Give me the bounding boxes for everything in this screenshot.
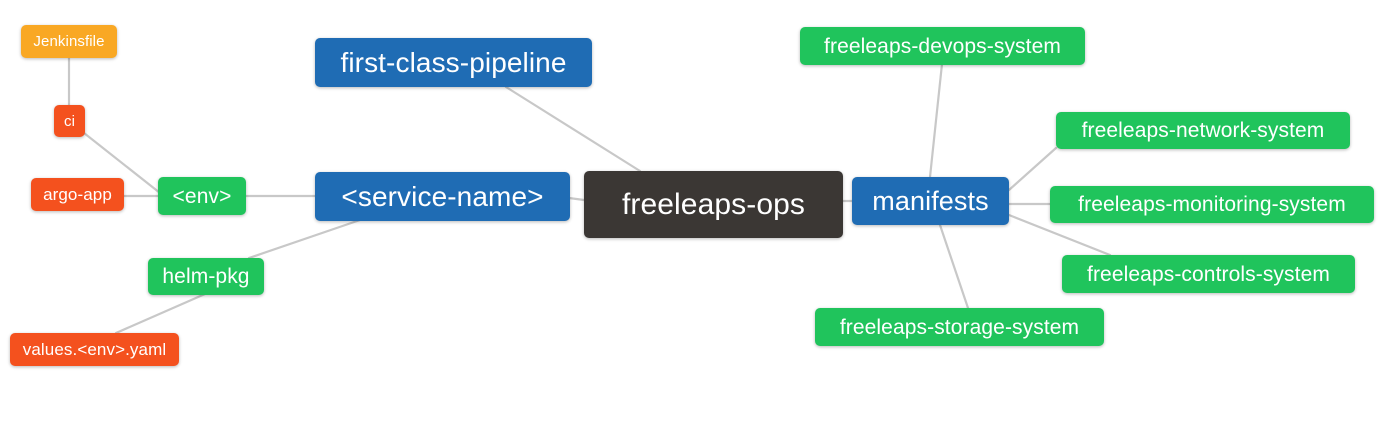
node-network-system[interactable]: freeleaps-network-system [1056, 112, 1350, 149]
edge-servicename-root [567, 196, 586, 202]
node-storage-system[interactable]: freeleaps-storage-system [815, 308, 1104, 346]
node-helm-pkg-label: helm-pkg [162, 265, 250, 288]
node-argo-app[interactable]: argo-app [31, 178, 124, 211]
node-freeleaps-ops-label: freeleaps-ops [621, 187, 806, 221]
node-env[interactable]: <env> [158, 177, 246, 215]
node-env-label: <env> [172, 184, 232, 208]
edge-manifests-networksystem [1007, 146, 1058, 192]
node-monitoring-system-label: freeleaps-monitoring-system [1078, 193, 1346, 216]
node-argo-app-label: argo-app [43, 185, 112, 204]
node-controls-system-label: freeleaps-controls-system [1087, 262, 1330, 286]
edge-firstclasspipeline-root [504, 85, 642, 173]
edge-helmpkg-servicename [247, 218, 362, 260]
node-monitoring-system[interactable]: freeleaps-monitoring-system [1050, 186, 1374, 223]
node-manifests[interactable]: manifests [852, 177, 1009, 225]
node-devops-system-label: freeleaps-devops-system [824, 34, 1061, 58]
edge-manifests-storagesystem [938, 223, 970, 310]
node-service-name[interactable]: <service-name> [315, 172, 570, 221]
edge-manifests-devopssystem [928, 62, 944, 179]
node-ci-label: ci [63, 112, 76, 130]
node-values-yaml-label: values.<env>.yaml [22, 340, 167, 359]
node-storage-system-label: freeleaps-storage-system [839, 315, 1080, 339]
node-helm-pkg[interactable]: helm-pkg [148, 258, 264, 295]
edge-valuesyaml-helmpkg [114, 292, 207, 335]
node-controls-system[interactable]: freeleaps-controls-system [1062, 255, 1355, 293]
node-ci[interactable]: ci [54, 105, 85, 137]
node-network-system-label: freeleaps-network-system [1081, 119, 1325, 142]
node-manifests-label: manifests [872, 185, 989, 216]
node-service-name-label: <service-name> [341, 180, 544, 212]
node-devops-system[interactable]: freeleaps-devops-system [800, 27, 1085, 65]
node-first-class-pipeline[interactable]: first-class-pipeline [315, 38, 592, 87]
node-jenkinsfile-label: Jenkinsfile [33, 33, 105, 50]
node-values-yaml[interactable]: values.<env>.yaml [10, 333, 179, 366]
node-freeleaps-ops[interactable]: freeleaps-ops [584, 171, 843, 238]
node-first-class-pipeline-label: first-class-pipeline [340, 46, 567, 78]
node-jenkinsfile[interactable]: Jenkinsfile [21, 25, 117, 58]
